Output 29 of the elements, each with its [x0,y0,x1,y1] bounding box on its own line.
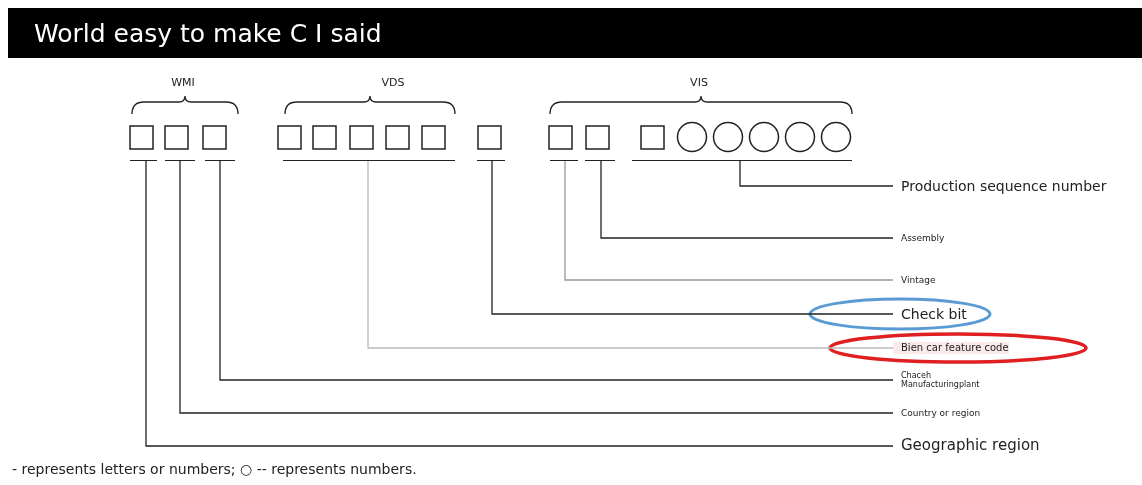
leader-line [145,160,894,447]
leader-line [179,160,894,414]
group-label: VIS [690,76,708,89]
field-label: Country or region [901,407,981,419]
leader-line [367,160,894,349]
underline-bar [165,160,195,161]
underline-bar [550,160,578,161]
field-label: Production sequence number [901,177,1107,195]
leader-line [564,160,894,281]
field-label: Bien car feature code [901,342,1009,354]
leader-line [219,160,894,381]
field-label: Check bit [901,305,967,323]
underline-bar [632,160,852,161]
underline-bar [477,160,505,161]
field-label: Assembly [901,232,945,244]
underline-bar [130,160,157,161]
group-label: VDS [381,76,405,89]
field-label: Geographic region [901,437,1040,455]
group-label: WMI [171,76,195,89]
title: World easy to make C I said [34,18,382,48]
leader-line [739,160,894,187]
field-label: Chaceh Manufacturingplant [901,370,981,390]
underline-bar [205,160,235,161]
underline-bar [585,160,615,161]
footnote: - represents letters or numbers; ○ -- represents numbers. [12,461,417,477]
leader-line [600,160,894,239]
leader-line [491,160,894,315]
underline-bar [283,160,455,161]
field-label: Vintage [901,274,936,286]
